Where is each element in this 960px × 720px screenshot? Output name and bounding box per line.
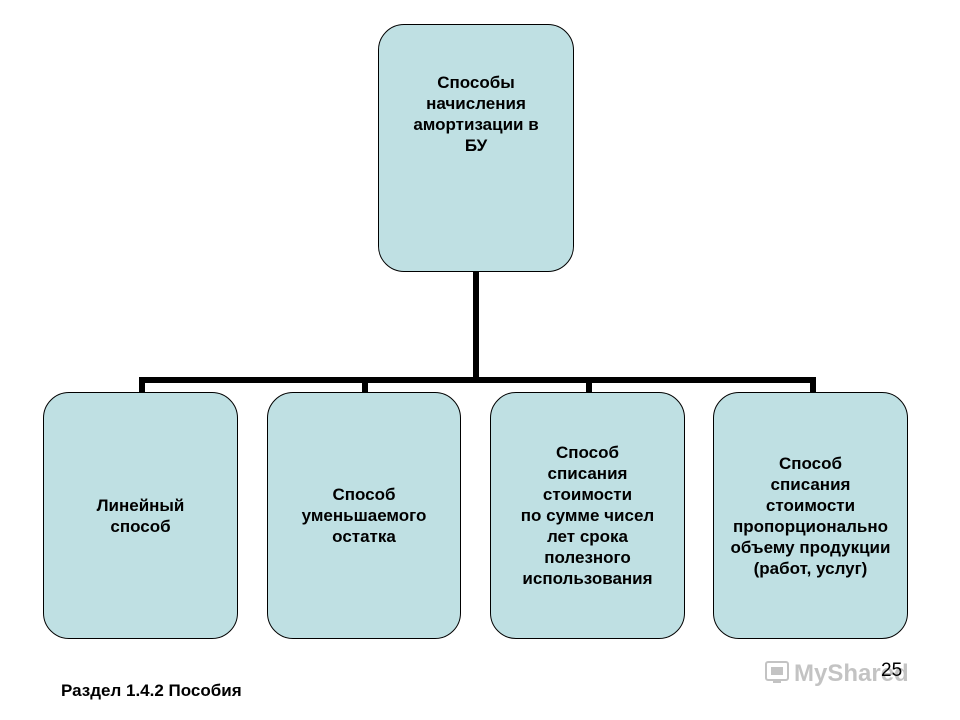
page-number: 25: [881, 660, 903, 681]
child-node-linear: Линейный способ: [43, 392, 238, 639]
connector-drop-1: [139, 381, 145, 393]
connector-drop-4: [810, 381, 816, 393]
footer-section-reference: Раздел 1.4.2 Пособия: [61, 681, 242, 700]
connector-horizontal-bar: [139, 377, 816, 383]
child-node-sum-of-years: Способ списания стоимости по сумме чисел…: [490, 392, 685, 639]
connector-drop-2: [362, 381, 368, 393]
child-node-label: Способ уменьшаемого остатка: [301, 485, 427, 546]
root-node-label: Способы начисления амортизации в БУ: [413, 73, 539, 155]
connector-trunk: [473, 272, 479, 380]
svg-text:MyShared: MyShared: [794, 660, 909, 687]
child-node-units-of-production: Способ списания стоимости пропорциональн…: [713, 392, 908, 639]
root-node: Способы начисления амортизации в БУ: [378, 24, 574, 272]
child-node-label: Линейный способ: [96, 495, 185, 536]
child-node-declining-balance: Способ уменьшаемого остатка: [267, 392, 461, 639]
connector-drop-3: [586, 381, 592, 393]
child-node-label: Способ списания стоимости пропорциональн…: [730, 453, 891, 578]
child-node-label: Способ списания стоимости по сумме чисел…: [520, 443, 655, 588]
watermark-logo: MyShared: [765, 660, 909, 687]
